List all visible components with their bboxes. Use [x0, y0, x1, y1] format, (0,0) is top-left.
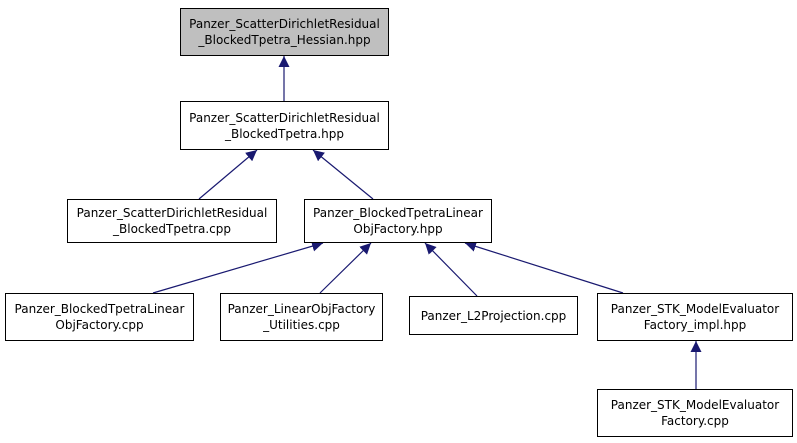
- node-linear-obj-factory-hpp-line2: ObjFactory.hpp: [353, 222, 443, 236]
- edge-residual-cpp-to-residual-hpp: [198, 149, 258, 200]
- node-linear-obj-factory-cpp-line1: Panzer_BlockedTpetraLinear: [14, 302, 185, 316]
- node-hessian-hpp-line1: Panzer_ScatterDirichletResidual: [189, 17, 380, 31]
- node-model-evaluator-factory-cpp-line2: Factory.cpp: [661, 414, 729, 428]
- node-residual-hpp-line2: _BlockedTpetra.hpp: [224, 126, 344, 141]
- node-residual-cpp-line2: _BlockedTpetra.cpp: [113, 222, 231, 236]
- node-hessian-hpp: Panzer_ScatterDirichletResidual _Blocked…: [180, 8, 389, 56]
- node-linear-obj-factory-utilities-line2: _Utilities.cpp: [263, 318, 340, 332]
- edge-model-evaluator-impl-to-linear-obj-factory-hpp: [464, 241, 624, 294]
- edge-l2-projection-to-linear-obj-factory-hpp: [424, 242, 478, 297]
- node-residual-hpp[interactable]: Panzer_ScatterDirichletResidual _Blocked…: [180, 101, 389, 150]
- node-residual-cpp[interactable]: Panzer_ScatterDirichletResidual _Blocked…: [67, 199, 277, 243]
- edge-utilities-to-linear-obj-factory-hpp: [319, 242, 372, 294]
- node-linear-obj-factory-cpp-line2: ObjFactory.cpp: [55, 318, 144, 332]
- edge-linear-obj-factory-cpp-to-linear-obj-factory-hpp: [152, 240, 324, 294]
- dependency-edges: [152, 56, 702, 389]
- node-model-evaluator-factory-cpp[interactable]: Panzer_STK_ModelEvaluator Factory.cpp: [597, 389, 793, 437]
- node-linear-obj-factory-hpp-line1: Panzer_BlockedTpetraLinear: [313, 206, 483, 220]
- node-hessian-hpp-line2: _BlockedTpetra_Hessian.hpp: [198, 33, 371, 47]
- node-residual-cpp-line1: Panzer_ScatterDirichletResidual: [76, 206, 268, 220]
- node-linear-obj-factory-hpp[interactable]: Panzer_BlockedTpetraLinear ObjFactory.hp…: [304, 199, 492, 243]
- edge-linear-obj-factory-hpp-to-residual-hpp: [312, 149, 374, 200]
- node-model-evaluator-factory-impl-line2: Factory_impl.hpp: [643, 318, 747, 332]
- node-linear-obj-factory-utilities[interactable]: Panzer_LinearObjFactory _Utilities.cpp: [220, 293, 383, 341]
- node-model-evaluator-factory-cpp-line1: Panzer_STK_ModelEvaluator: [610, 398, 780, 412]
- node-model-evaluator-factory-impl-line1: Panzer_STK_ModelEvaluator: [610, 302, 780, 316]
- node-l2-projection[interactable]: Panzer_L2Projection.cpp: [409, 296, 578, 335]
- node-residual-hpp-line1: Panzer_ScatterDirichletResidual: [189, 110, 380, 125]
- node-model-evaluator-factory-impl[interactable]: Panzer_STK_ModelEvaluator Factory_impl.h…: [597, 293, 793, 341]
- node-linear-obj-factory-cpp[interactable]: Panzer_BlockedTpetraLinear ObjFactory.cp…: [5, 293, 194, 341]
- node-linear-obj-factory-utilities-line1: Panzer_LinearObjFactory: [227, 302, 376, 316]
- node-l2-projection-line1: Panzer_L2Projection.cpp: [420, 308, 567, 323]
